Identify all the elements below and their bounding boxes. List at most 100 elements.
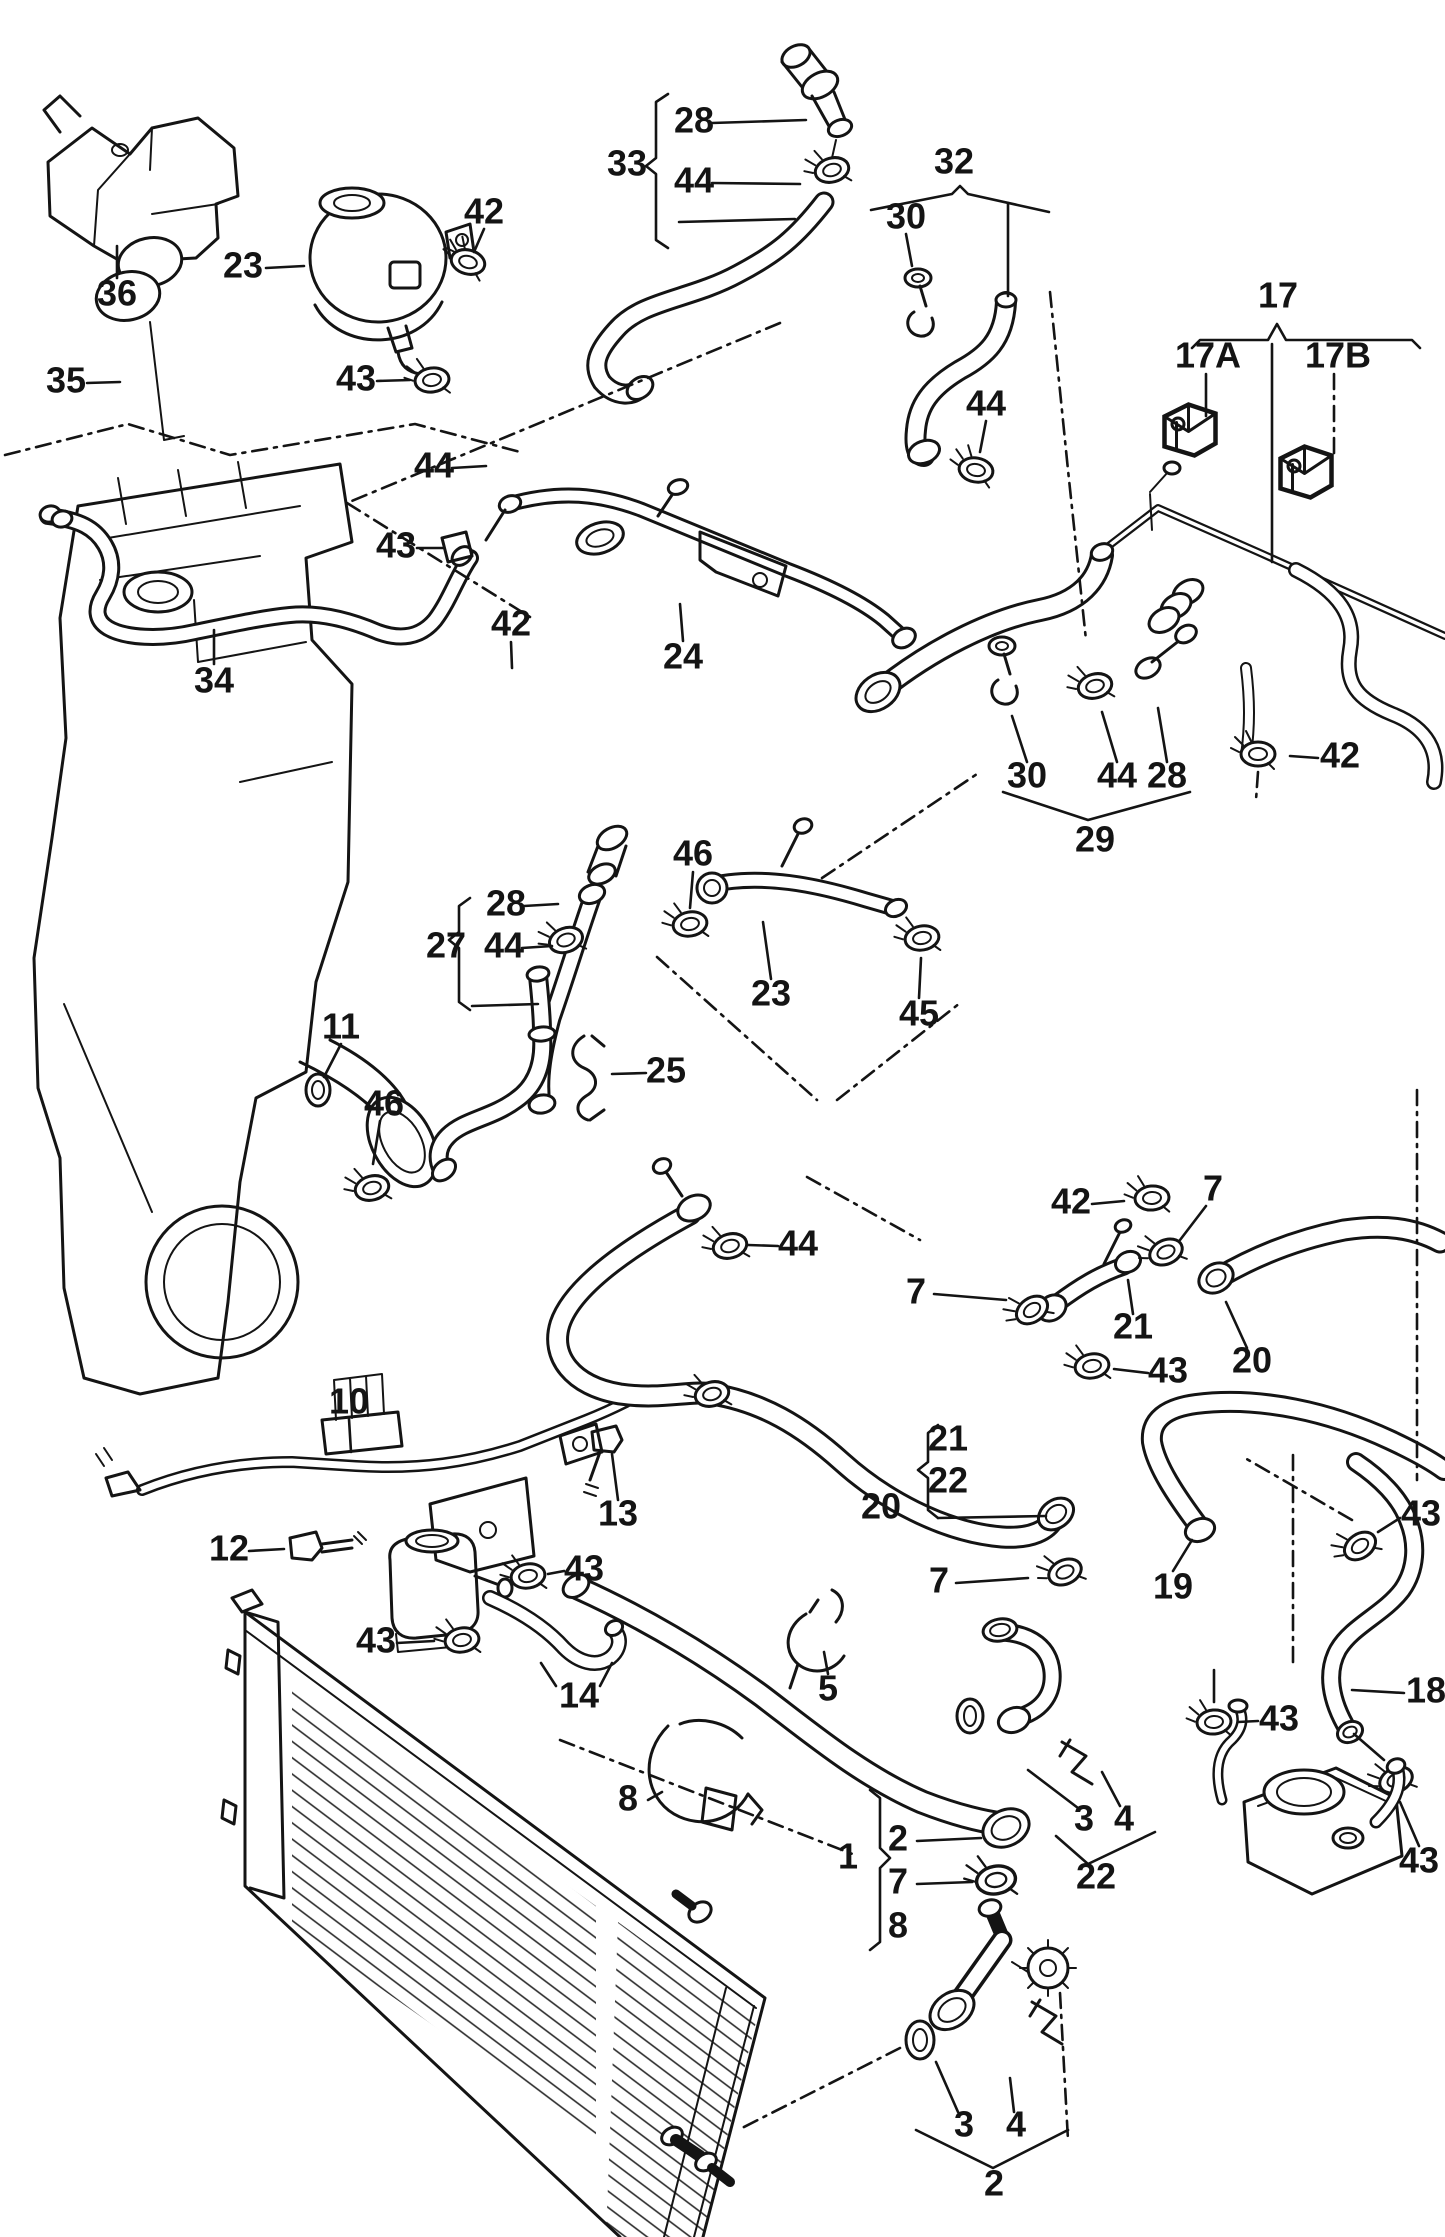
leader-line [904, 232, 914, 268]
clamp-42-center-icon [1121, 1172, 1172, 1217]
part-callout-7: 7 [1203, 1168, 1223, 1209]
construction-line [805, 1175, 922, 1242]
leader-line [1100, 1770, 1122, 1808]
drain-valve-2-drawing [928, 1898, 1077, 2046]
part-callout-21: 21 [928, 1418, 968, 1459]
leader-line [978, 419, 988, 454]
part-callout-28: 28 [486, 883, 526, 924]
leader-line [1156, 706, 1169, 764]
radiator-drawing [220, 1588, 767, 2237]
clamp-44-center-icon [696, 1217, 752, 1269]
part-callout-3: 3 [954, 2104, 974, 2145]
part-callout-17A: 17A [1175, 335, 1241, 376]
clamp-7-drain-icon [959, 1848, 1020, 1905]
leader-line [916, 1423, 940, 1520]
leader-line [1178, 1204, 1208, 1242]
leader-line [322, 1042, 343, 1079]
hose-32-assembly-drawing [905, 293, 1018, 468]
leader-line [869, 184, 1051, 214]
leader-line [1054, 1830, 1157, 1866]
leader-line [610, 1452, 620, 1502]
part-callout-28: 28 [1147, 755, 1187, 796]
clip-25-icon [571, 1034, 606, 1122]
part-callout-23: 23 [751, 973, 791, 1014]
construction-line [1254, 770, 1260, 802]
leader-line [1112, 1367, 1150, 1375]
leader-line [85, 380, 122, 385]
leader-line [264, 264, 306, 270]
leader-line [710, 118, 808, 125]
part-callout-7: 7 [929, 1560, 949, 1601]
part-callout-29: 29 [1075, 819, 1115, 860]
clip-17b-icon [1281, 447, 1332, 498]
bracket-36-drawing [42, 94, 240, 264]
part-callout-44: 44 [966, 383, 1006, 424]
part-callout-30: 30 [886, 196, 926, 237]
hose-29-assembly-drawing [854, 542, 1198, 714]
part-callout-44: 44 [778, 1223, 818, 1264]
hose-27-assembly-drawing [527, 824, 629, 1115]
leader-line [710, 181, 802, 186]
leader-line [646, 1790, 664, 1802]
part-callout-42: 42 [1051, 1181, 1091, 1222]
clamp-45-icon [889, 910, 943, 959]
reservoir-drawing [388, 1528, 514, 1653]
leader-line [1224, 1300, 1249, 1350]
oring-3-lower-icon [904, 2019, 936, 2061]
leader-lines-layer [3, 92, 1422, 2170]
clamp-44-33-icon [798, 141, 854, 193]
clamp-7-left-icon [995, 1279, 1057, 1340]
leader-line [915, 1880, 974, 1886]
leader-line [1026, 1768, 1080, 1810]
return-pipe-drawing [1106, 460, 1445, 782]
leader-line [395, 1639, 436, 1645]
clamp-43-top-icon [400, 353, 453, 401]
leader-line [610, 1071, 648, 1076]
oring-3-upper-icon [955, 1697, 985, 1735]
leader-line [522, 902, 560, 908]
leader-line [677, 217, 797, 224]
leader-line [520, 944, 554, 950]
construction-line [655, 955, 819, 1102]
leader-line [822, 1650, 830, 1676]
part-callout-4: 4 [1114, 1798, 1134, 1839]
leader-line [371, 1119, 382, 1166]
expansion-tank-drawing [308, 186, 476, 376]
part-callout-10: 10 [329, 1381, 369, 1422]
part-callout-14: 14 [559, 1675, 599, 1716]
construction-line [558, 1738, 857, 1857]
part-callout-22: 22 [928, 1460, 968, 1501]
leader-line [915, 1836, 983, 1843]
leader-line [1398, 1800, 1421, 1848]
construction-line [1243, 1456, 1354, 1522]
part-callout-19: 19 [1153, 1566, 1193, 1607]
part-callout-2: 2 [984, 2163, 1004, 2204]
part-callout-44: 44 [484, 925, 524, 966]
part-callout-45: 45 [899, 993, 939, 1034]
part-callout-17: 17 [1258, 275, 1298, 316]
leader-line [1236, 1719, 1260, 1724]
part-callout-2: 2 [888, 1818, 908, 1859]
part-callout-34: 34 [194, 660, 234, 701]
clamp-44-29-icon [1061, 657, 1117, 709]
part-callout-8: 8 [618, 1778, 638, 1819]
part-callout-43: 43 [356, 1620, 396, 1661]
leader-line [447, 896, 472, 1012]
part-callout-28: 28 [674, 100, 714, 141]
part-callout-11: 11 [322, 1006, 360, 1047]
leader-line [934, 2060, 960, 2114]
leader-line [954, 1576, 1030, 1585]
leader-line [375, 378, 412, 383]
leader-line [1288, 754, 1320, 760]
leader-line [761, 920, 773, 981]
part-callout-3: 3 [1074, 1798, 1094, 1839]
part-callout-13: 13 [598, 1493, 638, 1534]
leader-line [1190, 322, 1422, 350]
construction-line [345, 501, 532, 619]
leader-line [1126, 1278, 1135, 1316]
construction-line [835, 1001, 962, 1102]
part-callout-43: 43 [1148, 1350, 1188, 1391]
leader-line [1376, 1516, 1402, 1534]
